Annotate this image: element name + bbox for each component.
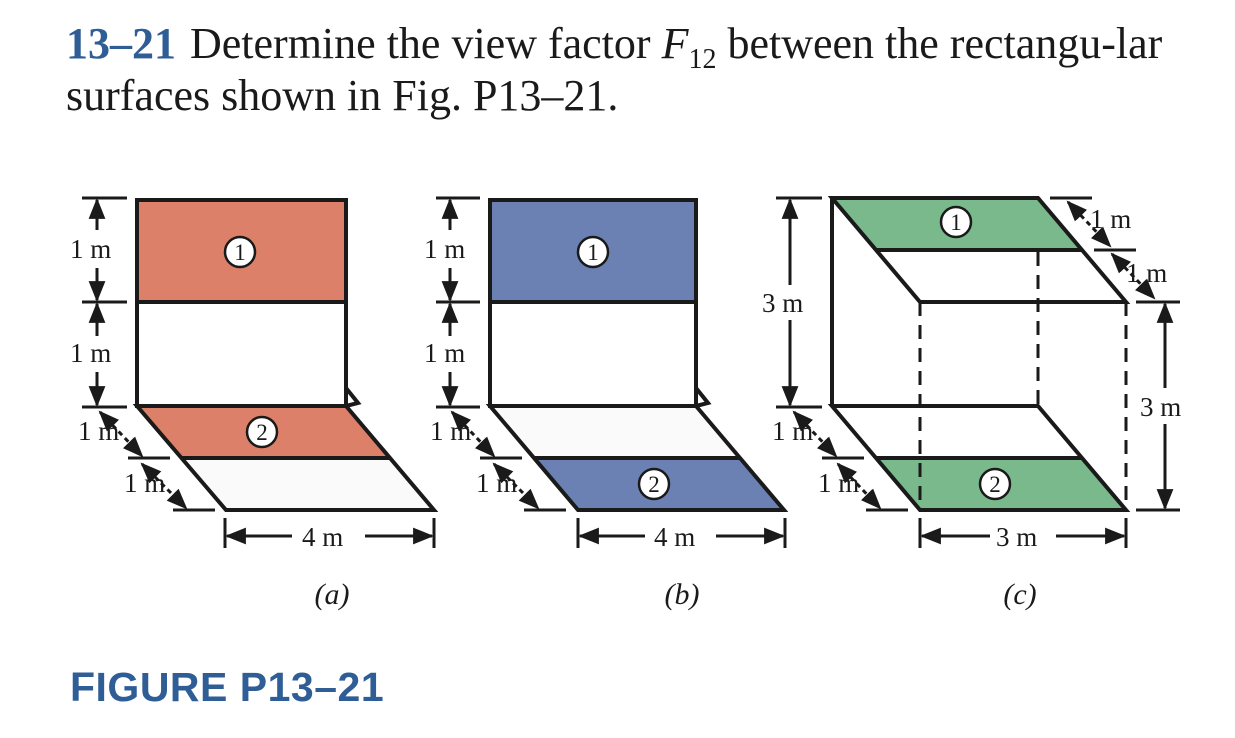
surface-1-label-c: 1 xyxy=(950,210,962,235)
dim-right-height-c: 3 m xyxy=(1140,392,1181,422)
panel-c: 3 m 1 m 1 m 3 m 1 m 1 m 3 m 1 2 (c) xyxy=(762,196,1181,611)
wall-lower-b xyxy=(490,302,696,406)
wall-lower-a xyxy=(137,302,346,406)
surface-2-marker-a xyxy=(245,415,279,449)
dim-depth2-a: 1 m xyxy=(124,468,165,498)
surface-2-label-b: 2 xyxy=(648,472,660,497)
panel-b: 1 m 1 m 1 m 1 m 4 m 1 2 (b) xyxy=(424,196,789,611)
dim-top-depth2-c: 1 m xyxy=(1126,258,1167,288)
problem-statement: 13–21 Determine the view factor F12 betwe… xyxy=(66,18,1206,122)
dim-depth2-b: 1 m xyxy=(476,468,517,498)
panel-label-b: (b) xyxy=(665,578,700,611)
view-factor-variable: F xyxy=(661,19,689,68)
dim-bottom-depth1-c: 1 m xyxy=(772,416,813,446)
dim-width-a: 4 m xyxy=(302,522,343,552)
floor-inner-b xyxy=(490,406,740,458)
dim-height-c: 3 m xyxy=(762,288,803,318)
surface-2-marker-b xyxy=(637,467,671,501)
surface-2-marker-c xyxy=(978,467,1012,501)
surface-1-marker-a xyxy=(223,235,257,269)
dim-depth1-b: 1 m xyxy=(430,416,471,446)
surface-1-label-a: 1 xyxy=(234,240,246,265)
dim-width-b: 4 m xyxy=(654,522,695,552)
dim-top-depth1-c: 1 m xyxy=(1090,204,1131,234)
surface-2-label-c: 2 xyxy=(989,472,1001,497)
surface-1-marker-b xyxy=(576,235,610,269)
floor-outer-a xyxy=(182,458,434,510)
dim-top-b: 1 m xyxy=(424,234,465,264)
view-factor-subscript: 12 xyxy=(688,44,717,75)
dim-middle-b: 1 m xyxy=(424,338,465,368)
surface-1-marker-c xyxy=(939,205,973,239)
dim-middle-a: 1 m xyxy=(70,338,111,368)
dim-top-a: 1 m xyxy=(70,234,111,264)
surface-2-label-a: 2 xyxy=(256,420,268,445)
panel-label-c: (c) xyxy=(1003,578,1036,611)
figure-caption: FIGURE P13–21 xyxy=(70,664,385,710)
problem-text-before: Determine the view factor xyxy=(190,19,662,68)
problem-number: 13–21 xyxy=(66,19,176,68)
dim-bottom-depth2-c: 1 m xyxy=(818,468,859,498)
panel-a: 1 m 1 m 1 m 1 m 4 m 1 2 (a) xyxy=(70,196,439,611)
problem-text-after: between the rectangu-lar surfaces shown … xyxy=(66,19,1163,120)
bottom-inner-c xyxy=(832,406,1082,458)
dim-depth1-a: 1 m xyxy=(78,416,119,446)
dim-width-c: 3 m xyxy=(996,522,1037,552)
surface-1-label-b: 1 xyxy=(587,240,599,265)
top-inner-c xyxy=(876,250,1126,302)
panel-label-a: (a) xyxy=(315,578,350,611)
